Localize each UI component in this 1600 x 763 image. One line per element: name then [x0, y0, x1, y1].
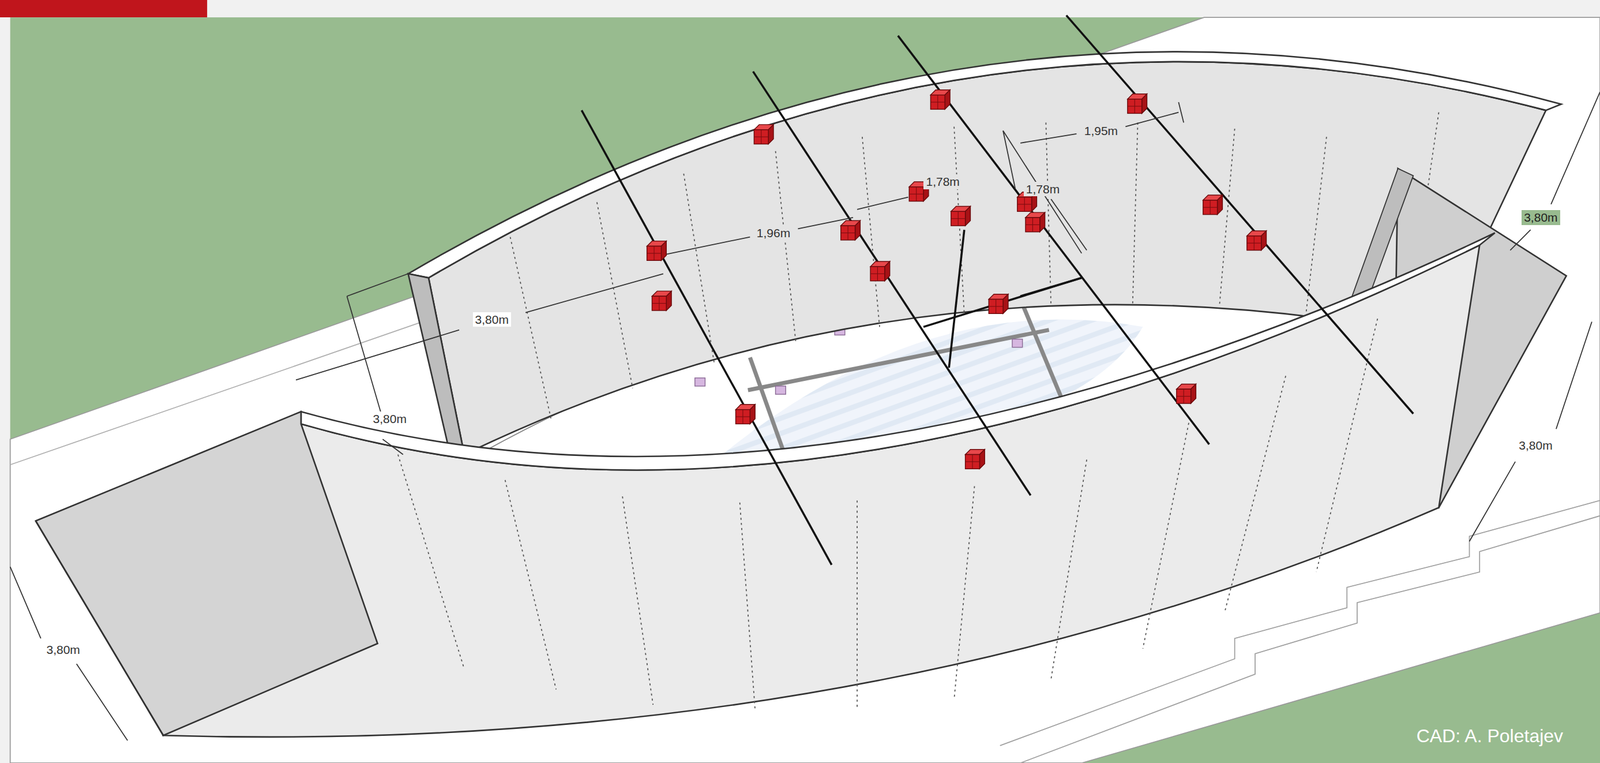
dimension-label: 1,78m	[1023, 181, 1062, 197]
dimension-label: 1,78m	[923, 174, 962, 189]
credit-watermark: CAD: A. Poletajev	[1414, 725, 1566, 747]
dimension-label: 3,80m	[472, 312, 512, 327]
dimension-label: 3,80m	[1521, 209, 1560, 225]
dimension-label: 1,96m	[754, 225, 793, 240]
dimension-label: 3,80m	[370, 411, 409, 426]
dimension-label: 1,95m	[1082, 123, 1121, 138]
dimension-label: 3,80m	[43, 641, 82, 657]
dimension-label: 3,80m	[1516, 437, 1555, 453]
